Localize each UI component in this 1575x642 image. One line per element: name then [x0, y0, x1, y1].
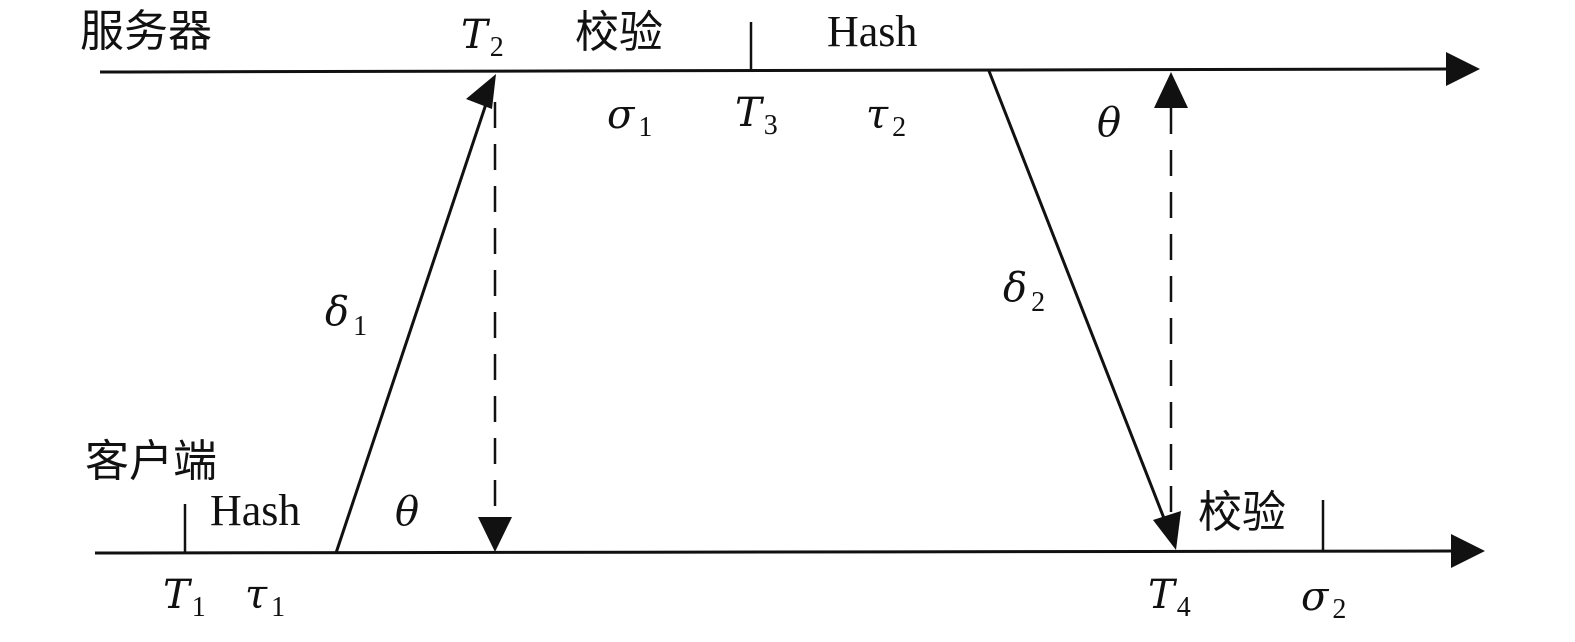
response-message-arrow — [987, 70, 1169, 527]
client-timeline-arrowhead-icon — [1451, 534, 1485, 568]
client-timeline — [94, 549, 1456, 555]
client-hash-label: Hash — [210, 486, 300, 535]
offset-right-arrowhead-icon — [1154, 72, 1188, 108]
response-arrowhead-icon — [1153, 511, 1181, 550]
theta-client-label: θ — [395, 489, 419, 535]
server-hash-label: Hash — [827, 7, 917, 56]
server-label: 服务器 — [80, 6, 212, 57]
client-verify-label: 校验 — [1198, 487, 1286, 538]
t3-label: T3 — [735, 90, 778, 141]
client-label: 客户端 — [85, 436, 217, 487]
t4-label: T4 — [1148, 572, 1191, 623]
offset-left-arrowhead-icon — [478, 517, 512, 552]
server-verify-label: 校验 — [575, 7, 663, 58]
request-message-arrow — [334, 97, 490, 554]
server-timeline-arrowhead-icon — [1446, 52, 1480, 86]
request-arrowhead-icon — [466, 74, 496, 109]
server-timeline — [99, 67, 1451, 74]
t1-label: T1 — [163, 572, 206, 623]
t2-label: T2 — [461, 12, 504, 63]
theta-server-label: θ — [1097, 100, 1121, 146]
